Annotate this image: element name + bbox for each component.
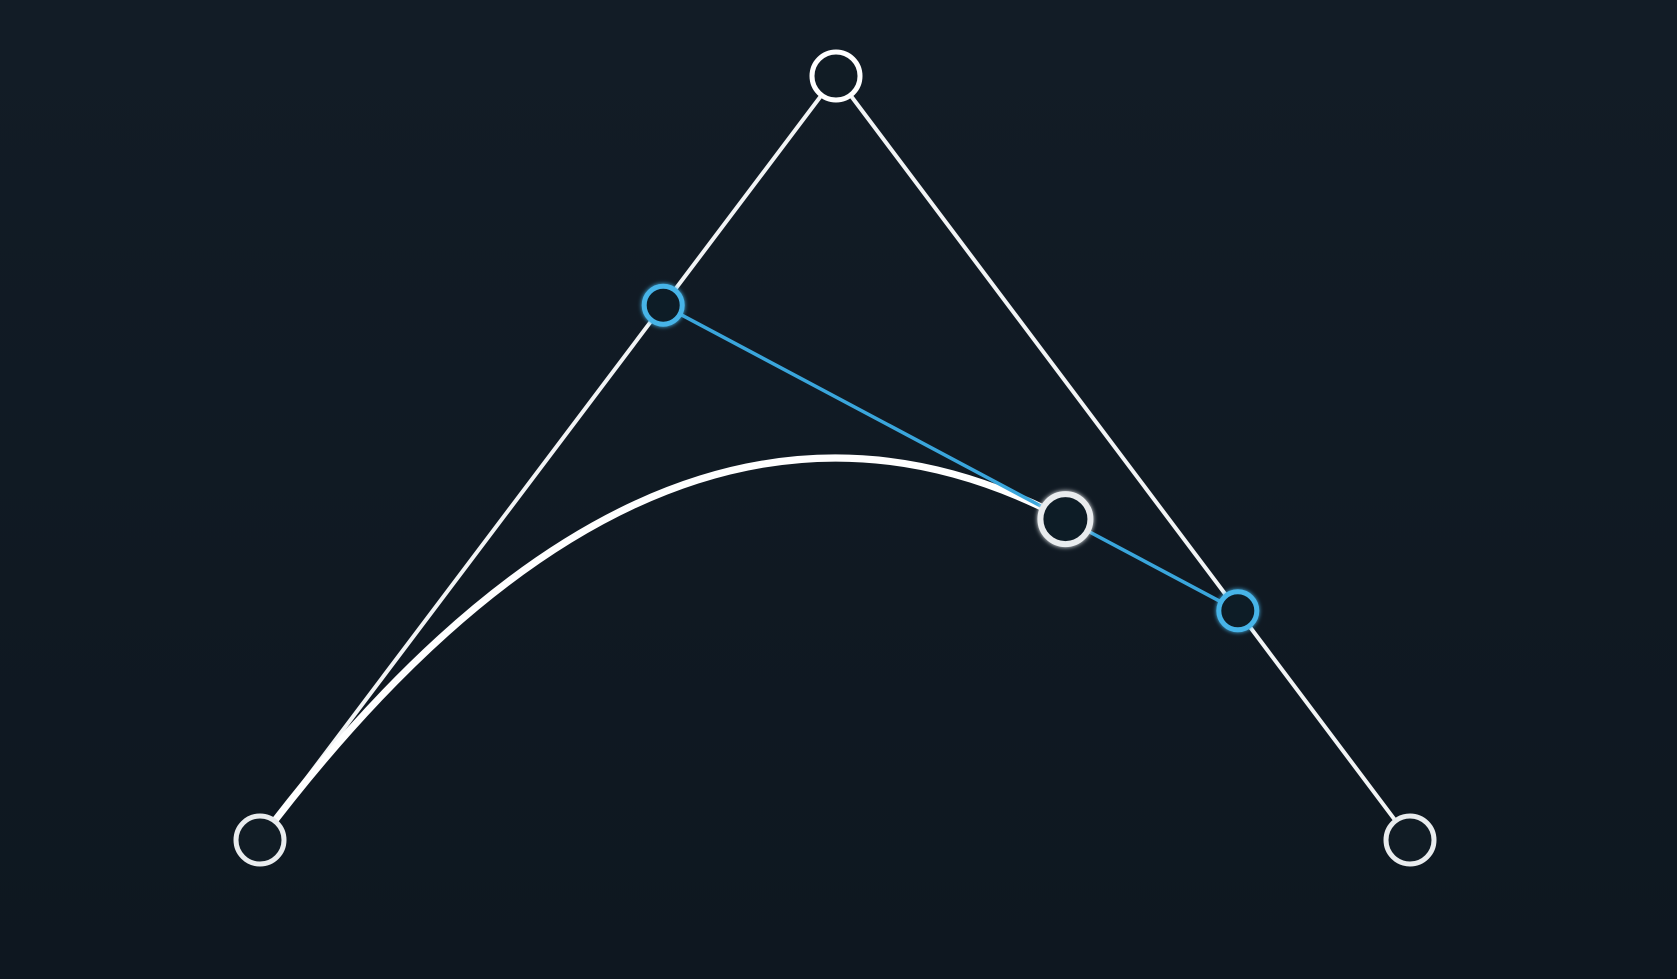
bezier-curve <box>256 454 1069 844</box>
control-points <box>233 49 1437 867</box>
interpolation-line <box>661 303 1240 613</box>
start-control-point[interactable] <box>233 813 287 867</box>
interpolation-point-right <box>1216 589 1260 633</box>
interpolation-point-left <box>641 283 685 327</box>
control-line-left <box>258 74 838 842</box>
control-polygon <box>258 74 1412 842</box>
control-line-right <box>834 74 1412 842</box>
apex-control-point[interactable] <box>809 49 863 103</box>
curve-point-handle[interactable] <box>1037 491 1094 548</box>
end-control-point[interactable] <box>1383 813 1437 867</box>
